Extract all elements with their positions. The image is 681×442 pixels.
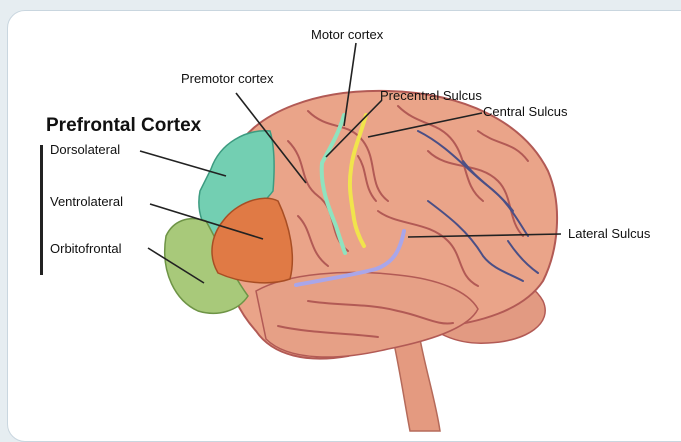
label-lateral-sulcus: Lateral Sulcus	[568, 226, 650, 241]
label-ventrolateral: Ventrolateral	[50, 194, 123, 209]
label-precentral-sulcus: Precentral Sulcus	[380, 88, 482, 103]
label-premotor-cortex: Premotor cortex	[181, 71, 273, 86]
temporal-lobe	[256, 272, 478, 357]
prefrontal-bracket	[40, 145, 43, 275]
label-orbitofrontal: Orbitofrontal	[50, 241, 122, 256]
brain-stem	[393, 339, 440, 431]
diagram-card: Prefrontal Cortex Dorsolateral Ventrolat…	[7, 10, 681, 442]
diagram-title: Prefrontal Cortex	[46, 115, 201, 137]
label-central-sulcus: Central Sulcus	[483, 104, 568, 119]
label-motor-cortex: Motor cortex	[311, 27, 383, 42]
label-dorsolateral: Dorsolateral	[50, 142, 120, 157]
